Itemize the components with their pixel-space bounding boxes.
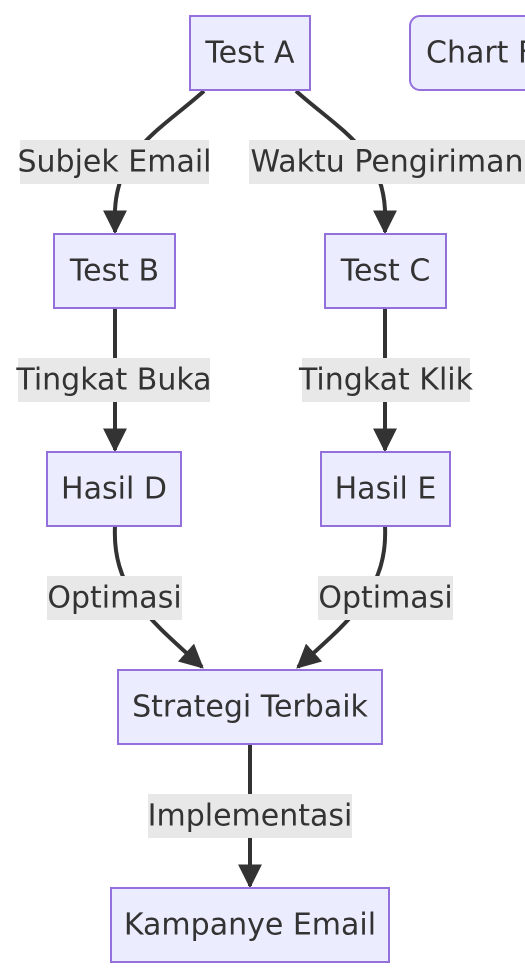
node-label: Test C — [340, 254, 431, 289]
node-label: Kampanye Email — [124, 908, 376, 943]
node-chart-partial: Chart F — [409, 15, 525, 91]
edge-label-waktu-pengiriman: Waktu Pengiriman — [249, 140, 525, 184]
edge-label-optimasi-right: Optimasi — [318, 576, 453, 620]
edge-label-text: Waktu Pengiriman — [251, 145, 524, 180]
edge-label-optimasi-left: Optimasi — [47, 576, 182, 620]
edge-label-text: Implementasi — [148, 799, 353, 834]
edge-label-tingkat-klik: Tingkat Klik — [298, 358, 474, 402]
node-label: Chart F — [426, 36, 525, 71]
edge-label-tingkat-buka: Tingkat Buka — [15, 358, 212, 402]
edge-label-text: Optimasi — [318, 581, 452, 616]
edge-label-subjek-email: Subjek Email — [17, 140, 212, 184]
node-test-a: Test A — [189, 15, 311, 91]
node-test-c: Test C — [324, 233, 447, 309]
node-hasil-e: Hasil E — [320, 451, 451, 527]
edge-label-implementasi: Implementasi — [148, 794, 353, 838]
node-kampanye-email: Kampanye Email — [110, 887, 390, 963]
edge-label-text: Subjek Email — [17, 145, 211, 180]
node-label: Strategi Terbaik — [132, 690, 368, 725]
node-label: Test B — [69, 254, 159, 289]
node-label: Hasil E — [335, 472, 437, 507]
node-label: Test A — [204, 36, 295, 71]
node-label: Hasil D — [61, 472, 167, 507]
node-strategi-terbaik: Strategi Terbaik — [117, 669, 383, 745]
node-hasil-d: Hasil D — [46, 451, 182, 527]
edge-label-text: Tingkat Buka — [15, 363, 211, 398]
node-test-b: Test B — [53, 233, 176, 309]
edge-label-text: Tingkat Klik — [298, 363, 474, 398]
edge-label-text: Optimasi — [47, 581, 181, 616]
